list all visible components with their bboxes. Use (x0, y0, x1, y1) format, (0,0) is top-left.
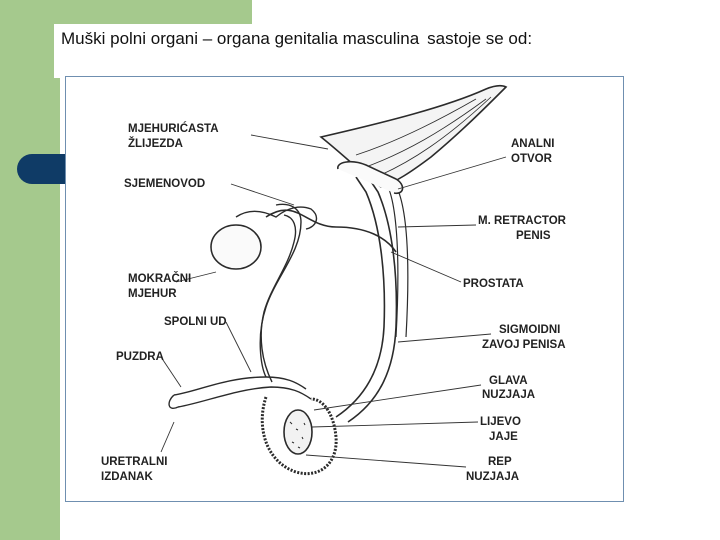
pointer-uretralni (160, 421, 175, 453)
diagram-frame: MJEHURIĆASTA ŽLIJEZDA SJEMENOVOD MOKRAČN… (65, 76, 624, 502)
label-glava-line1: GLAVA (489, 375, 528, 387)
prepuce-tip (168, 394, 179, 409)
scrotum-outline (260, 396, 338, 475)
label-puzdra: PUZDRA (116, 351, 164, 363)
seminal-vesicle (235, 206, 318, 230)
label-glava-line2: NUZJAJA (482, 389, 535, 401)
label-mokracni-line2: MJEHUR (128, 288, 177, 300)
pointer-sigmoidni (397, 333, 492, 343)
urethra-tract (335, 176, 386, 418)
label-retractor-line2: PENIS (516, 230, 551, 242)
label-rep-line1: REP (488, 456, 512, 468)
pointer-prostata (390, 251, 462, 283)
pointer-analni (397, 156, 507, 190)
left-green-bar (0, 0, 60, 540)
label-analni-line2: OTVOR (511, 153, 553, 165)
vas-deferens-left (265, 209, 397, 253)
label-mokracni-line1: MOKRAČNI (128, 272, 191, 285)
pointer-sjemenovod (230, 183, 295, 206)
label-lijevo-line2: JAJE (489, 431, 518, 443)
pointer-mokracni (175, 271, 217, 283)
label-rep-line2: NUZJAJA (466, 471, 519, 483)
anatomy-drawing (168, 84, 508, 475)
title-main: Muški polni organi – organa genitalia ma… (61, 29, 420, 48)
penis-loop-2 (260, 214, 297, 383)
pointer-mjehuricasta (250, 134, 329, 150)
rectum-hatching (355, 96, 492, 178)
testis-shape (283, 409, 313, 455)
pointer-spolni (225, 321, 252, 373)
label-prostata: PROSTATA (463, 278, 524, 290)
pointer-rep (305, 454, 467, 468)
bullet-marker (17, 154, 69, 184)
retractor-tube (380, 176, 399, 338)
prepuce (173, 376, 307, 396)
anatomy-diagram: MJEHURIĆASTA ŽLIJEZDA SJEMENOVOD MOKRAČN… (101, 84, 567, 483)
pointer-lines (160, 134, 507, 468)
label-uretralni-line2: IZDANAK (101, 471, 153, 483)
label-analni-line1: ANALNI (511, 138, 554, 150)
urethra-tract-2 (347, 176, 398, 423)
label-sigmoidni-line2: ZAVOJ PENISA (482, 339, 566, 351)
top-green-band (0, 0, 252, 24)
label-retractor-line1: M. RETRACTOR (478, 215, 567, 227)
slide-title: Muški polni organi – organa genitalia ma… (61, 29, 532, 49)
prepuce-2 (177, 386, 312, 408)
label-lijevo-line1: LIJEVO (480, 416, 521, 428)
label-sjemenovod: SJEMENOVOD (124, 178, 205, 190)
label-spolni-ud: SPOLNI UD (164, 316, 227, 328)
bladder-shape (210, 224, 262, 270)
title-rest: sastoje se od: (427, 29, 533, 48)
penis-loop (259, 203, 302, 378)
pointer-glava (313, 384, 482, 411)
label-sigmoidni-line1: SIGMOIDNI (499, 324, 560, 336)
label-mjehuricasta-line2: ŽLIJEZDA (128, 137, 183, 150)
label-mjehuricasta-line1: MJEHURIĆASTA (128, 122, 219, 135)
pointer-lijevo (311, 421, 479, 428)
label-uretralni-line1: URETRALNI (101, 456, 167, 468)
testis-texture (289, 421, 306, 449)
pointer-retractor (397, 224, 477, 228)
pointer-puzdra (160, 356, 182, 388)
anal-tube (337, 160, 404, 195)
title-backdrop (54, 24, 252, 78)
